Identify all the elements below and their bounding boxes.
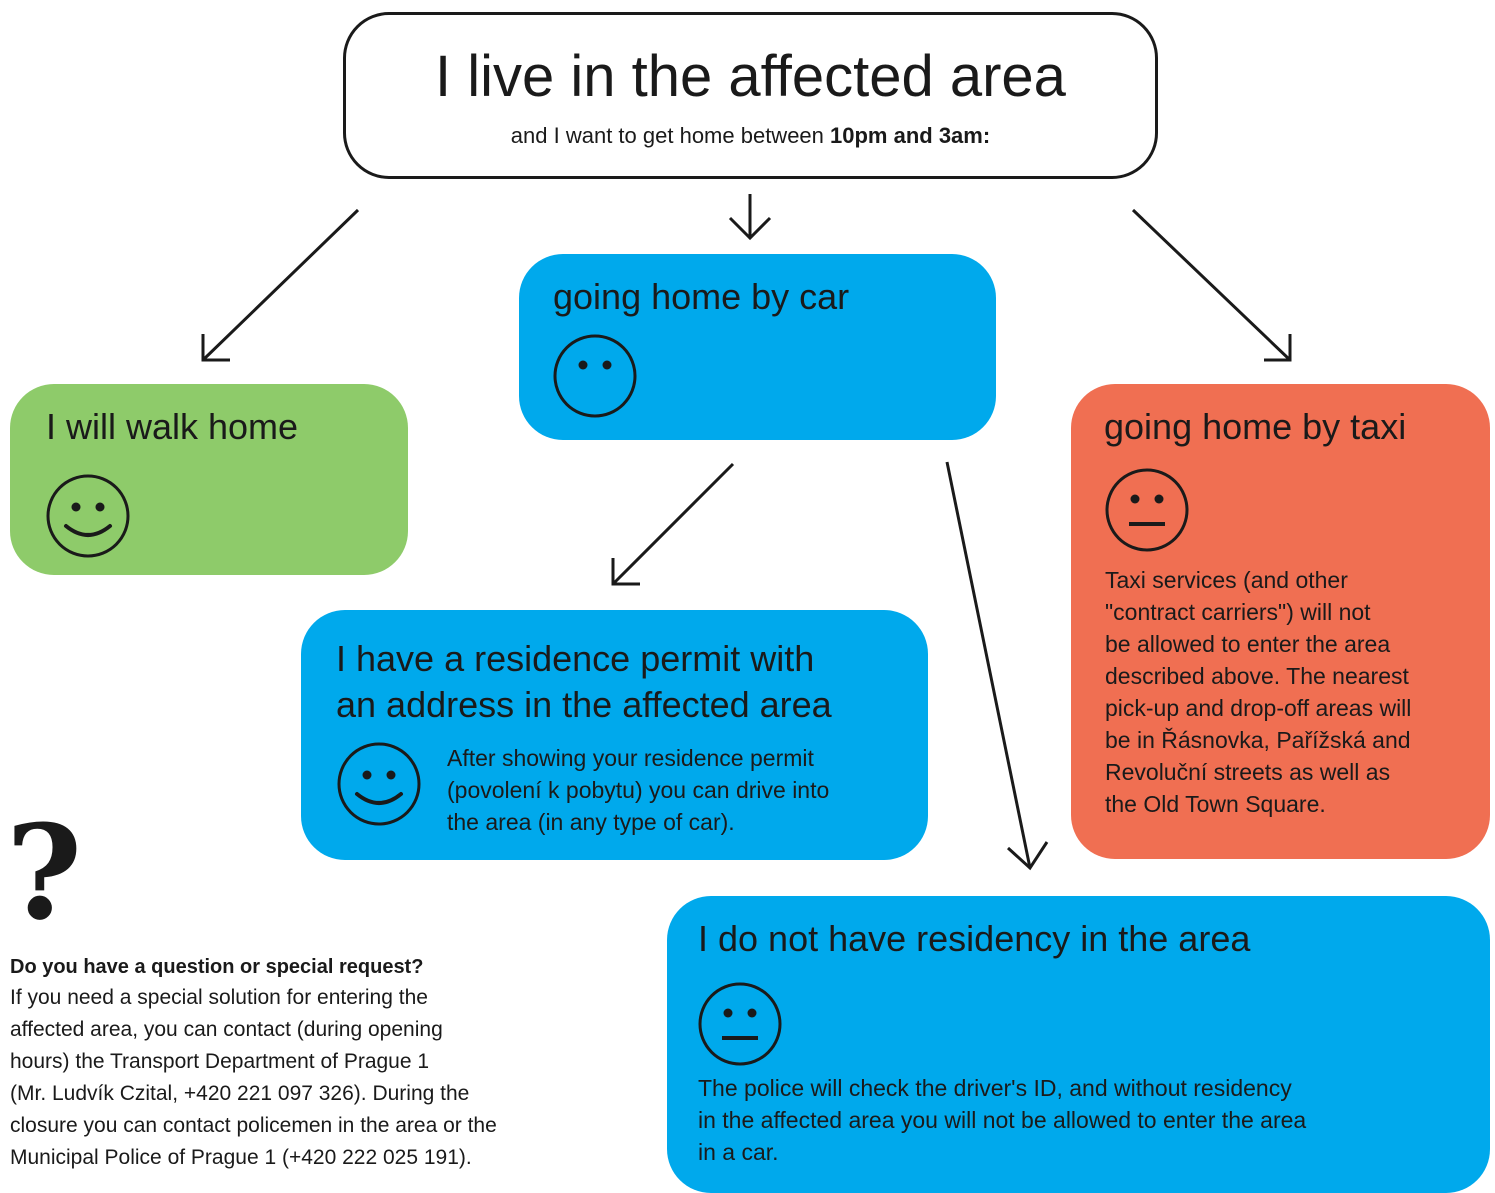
no-residency-title: I do not have residency in the area bbox=[698, 918, 1251, 959]
no-residency-text-line: in a car. bbox=[698, 1139, 779, 1165]
taxi-text-line: Revoluční streets as well as bbox=[1105, 759, 1391, 785]
straight-mouth-face-icon bbox=[1105, 468, 1189, 552]
help-line: If you need a special solution for enter… bbox=[10, 986, 428, 1009]
walk-title: I will walk home bbox=[46, 406, 299, 447]
arrow-to-car bbox=[728, 194, 772, 241]
car-node: going home by car bbox=[519, 254, 996, 440]
taxi-description: Taxi services (and other "contract carri… bbox=[1105, 564, 1485, 820]
arrow-to-no-residency bbox=[945, 461, 1049, 871]
taxi-text-line: Taxi services (and other bbox=[1105, 567, 1348, 593]
walk-node: I will walk home bbox=[10, 384, 408, 575]
arrow-to-walk bbox=[201, 208, 360, 362]
permit-node: I have a residence permit with an addres… bbox=[301, 610, 928, 860]
no-residency-text-line: The police will check the driver's ID, a… bbox=[698, 1075, 1292, 1101]
smiling-face-icon bbox=[46, 474, 130, 558]
arrow-to-permit bbox=[611, 462, 735, 586]
permit-title-line: an address in the affected area bbox=[336, 684, 832, 725]
permit-text-line: (povolení k pobytu) you can drive into bbox=[447, 777, 830, 803]
straight-mouth-face-icon bbox=[698, 982, 782, 1066]
help-line: (Mr. Ludvík Czital, +420 221 097 326). D… bbox=[10, 1082, 470, 1105]
no-residency-node: I do not have residency in the area The … bbox=[667, 896, 1490, 1193]
start-title: I live in the affected area bbox=[435, 44, 1066, 109]
taxi-text-line: be allowed to enter the area bbox=[1105, 631, 1391, 657]
car-title: going home by car bbox=[553, 276, 850, 317]
neutral-face-icon bbox=[553, 334, 637, 418]
arrow-to-taxi bbox=[1131, 208, 1292, 362]
question-mark-icon: ? bbox=[6, 796, 83, 949]
permit-text-line: After showing your residence permit bbox=[447, 745, 814, 771]
no-residency-description: The police will check the driver's ID, a… bbox=[698, 1072, 1458, 1168]
help-line: closure you can contact policemen in the… bbox=[10, 1114, 497, 1137]
help-line: hours) the Transport Department of Pragu… bbox=[10, 1050, 430, 1073]
start-subtitle-time: 10pm and 3am: bbox=[830, 123, 991, 148]
taxi-node: going home by taxi Taxi services (and ot… bbox=[1071, 384, 1490, 859]
help-body: If you need a special solution for enter… bbox=[10, 982, 585, 1174]
taxi-text-line: "contract carriers") will not bbox=[1105, 599, 1371, 625]
help-line: affected area, you can contact (during o… bbox=[10, 1018, 443, 1041]
permit-text-line: the area (in any type of car). bbox=[447, 809, 735, 835]
permit-description: After showing your residence permit (pov… bbox=[447, 742, 917, 838]
permit-title-line: I have a residence permit with bbox=[336, 638, 815, 679]
help-title: Do you have a question or special reques… bbox=[10, 956, 424, 978]
help-line: Municipal Police of Prague 1 (+420 222 0… bbox=[10, 1146, 472, 1169]
start-node: I live in the affected area and I want t… bbox=[343, 12, 1158, 179]
taxi-title: going home by taxi bbox=[1104, 406, 1407, 447]
taxi-text-line: be in Řásnovka, Pařížská and bbox=[1105, 727, 1411, 753]
start-subtitle: and I want to get home between 10pm and … bbox=[346, 123, 1155, 149]
permit-title: I have a residence permit with an addres… bbox=[336, 636, 926, 728]
taxi-text-line: described above. The nearest bbox=[1105, 663, 1409, 689]
taxi-text-line: the Old Town Square. bbox=[1105, 791, 1326, 817]
help-section: Do you have a question or special reques… bbox=[10, 952, 585, 1174]
smiling-face-icon bbox=[337, 742, 421, 826]
taxi-text-line: pick-up and drop-off areas will bbox=[1105, 695, 1412, 721]
no-residency-text-line: in the affected area you will not be all… bbox=[698, 1107, 1307, 1133]
start-subtitle-text: and I want to get home between bbox=[510, 123, 831, 148]
